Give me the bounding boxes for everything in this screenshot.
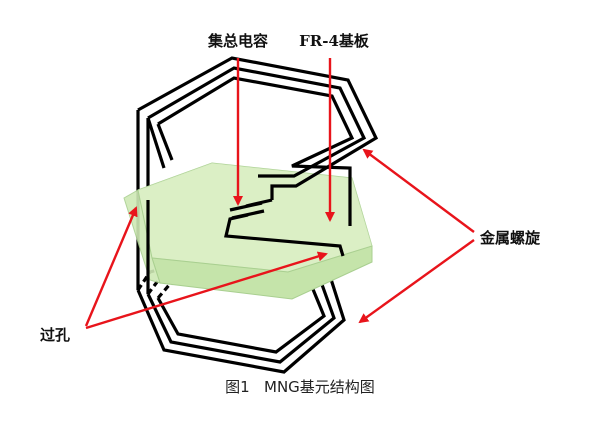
annotation-arrows [84, 58, 475, 330]
label-via: 过孔 [40, 326, 70, 344]
label-fr4-substrate: FR-4基板 [299, 32, 370, 50]
top-metal-spiral [137, 56, 379, 226]
arrow-to-top-spiral [362, 148, 475, 233]
arrow-to-left-via [84, 206, 138, 327]
label-lumped-capacitor: 集总电容 [207, 32, 268, 50]
arrow-to-bottom-spiral [358, 239, 475, 324]
figure-caption: 图1 MNG基元结构图 [225, 378, 375, 396]
arrow-to-right-via [85, 251, 328, 330]
label-metal-spiral: 金属螺旋 [479, 229, 541, 247]
lumped-capacitor [224, 198, 345, 257]
